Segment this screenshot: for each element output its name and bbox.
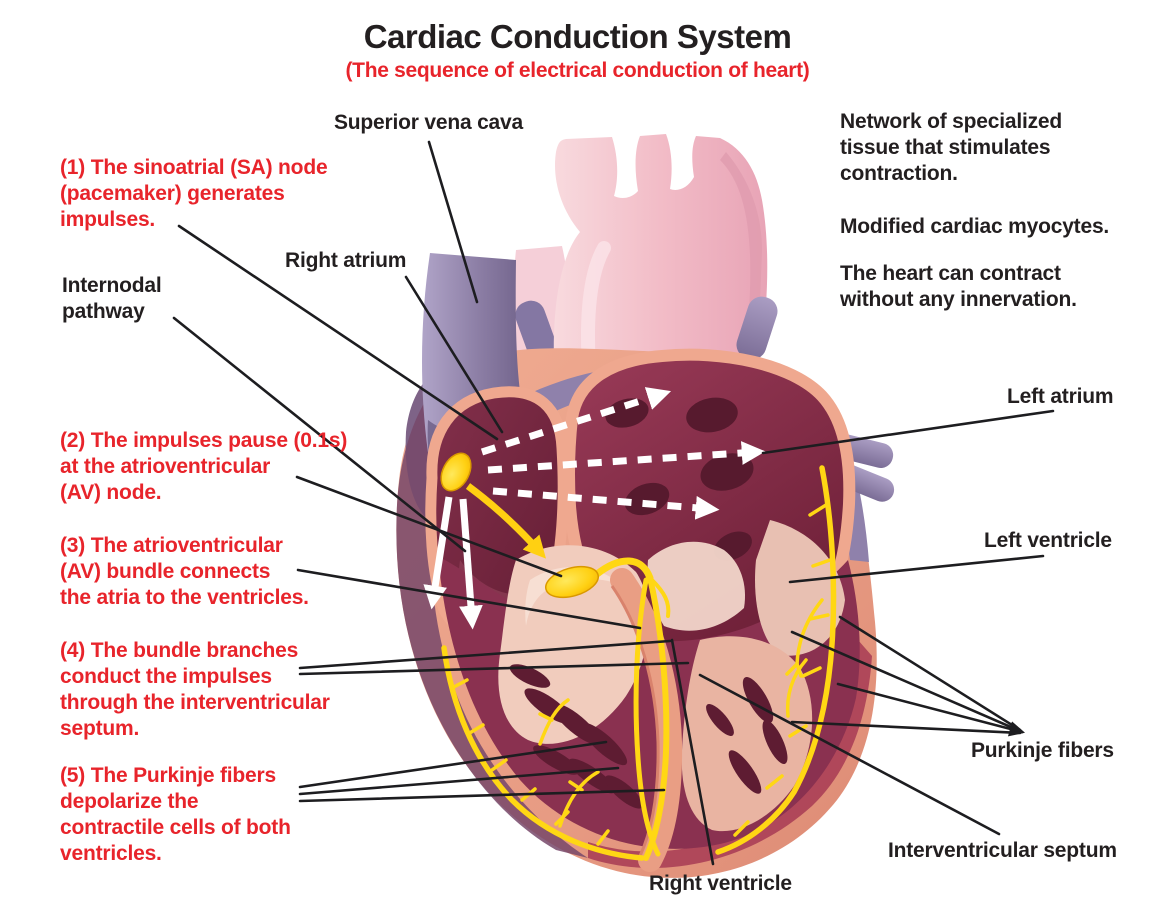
- note-modified-myocytes: Modified cardiac myocytes.: [840, 215, 1110, 238]
- label-purkinje-fibers: Purkinje fibers: [971, 739, 1114, 762]
- his-bundle: [593, 557, 654, 582]
- step-2-label: (2) The impulses pause (0.1s) at the atr…: [60, 429, 348, 505]
- left-ventricle-papillary-region: [681, 636, 813, 832]
- pulmonary-trunk-rim: [520, 363, 869, 562]
- step-3-label: (3) The atrioventricular (AV) bundle con…: [60, 534, 309, 610]
- impulse-arrow-dashed-3: [492, 487, 720, 520]
- leader-right-atrium: [404, 275, 504, 434]
- leader-superior-vena-cava: [427, 140, 479, 304]
- leader-interventricular-septum: [698, 673, 1001, 836]
- label-internodal-pathway: Internodal pathway: [62, 274, 162, 324]
- leader-step-1: [177, 224, 499, 441]
- la-strand: [650, 578, 671, 618]
- leader-internodal-pathway: [172, 316, 467, 553]
- label-interventricular-septum: Interventricular septum: [888, 839, 1117, 862]
- leader-purkinje-4: [790, 720, 1022, 735]
- leader-lines: [172, 140, 1055, 866]
- leader-left-ventricle: [788, 554, 1045, 584]
- label-left-atrium: Left atrium: [1007, 385, 1114, 408]
- pulmonary-vein-openings: [605, 397, 754, 561]
- leader-purkinje-1: [838, 615, 1022, 732]
- page-title: Cardiac Conduction System: [363, 18, 792, 55]
- aortic-outflow-pale: [647, 541, 746, 631]
- sa-node: [440, 452, 472, 492]
- right-bundle-branch: [633, 577, 661, 857]
- impulse-arrow-dashed-2: [487, 441, 766, 474]
- note-contract-innervation: The heart can contract without any inner…: [840, 262, 1077, 312]
- leader-step-5-b: [298, 766, 620, 796]
- label-superior-vena-cava: Superior vena cava: [334, 111, 523, 134]
- leader-purkinje-3: [836, 682, 1026, 737]
- step-1-label: (1) The sinoatrial (SA) node (pacemaker)…: [60, 156, 328, 232]
- label-right-ventricle: Right ventricle: [649, 872, 792, 895]
- purkinje-network: [441, 465, 837, 861]
- lv-purkinje-twigs: [733, 503, 832, 837]
- heart-bottom-right-rim: [588, 640, 872, 868]
- heart-left-shadow-rim: [396, 372, 588, 858]
- step-5-label: (5) The Purkinje fibers depolarize the c…: [60, 764, 291, 866]
- lv-purkinje-main: [715, 465, 837, 855]
- rv-purkinje-twigs: [450, 678, 610, 846]
- leader-right-ventricle: [670, 638, 715, 866]
- leader-step-2: [295, 475, 563, 578]
- internodal-arrow-1: [423, 496, 453, 610]
- note-specialized-tissue: Network of specialized tissue that stimu…: [840, 110, 1062, 186]
- leader-step-4-b: [298, 661, 690, 676]
- rv-purkinje-main: [441, 645, 645, 861]
- leader-step-5-c: [298, 788, 666, 803]
- label-right-atrium: Right atrium: [285, 249, 407, 272]
- pulmonary-artery-stub-up: [736, 296, 778, 360]
- leader-step-5-a: [298, 740, 608, 789]
- left-bundle-branch: [643, 575, 670, 861]
- leader-step-3: [296, 568, 642, 630]
- step-4-label: (4) The bundle branches conduct the impu…: [60, 639, 330, 741]
- impulse-arrow-dashed-1: [480, 387, 672, 456]
- leader-step-4-a: [298, 639, 672, 670]
- page-subtitle: (The sequence of electrical conduction o…: [345, 59, 810, 82]
- leader-left-atrium: [761, 409, 1055, 455]
- label-left-ventricle: Left ventricle: [984, 529, 1112, 552]
- right-pulmonary-artery: [515, 300, 557, 362]
- leader-purkinje-2: [790, 630, 1022, 733]
- sa-to-av-arrow: [465, 483, 546, 559]
- interventricular-septum-band: [610, 568, 683, 872]
- trabeculae: [509, 664, 788, 809]
- mitral-funnel-pale: [755, 520, 845, 656]
